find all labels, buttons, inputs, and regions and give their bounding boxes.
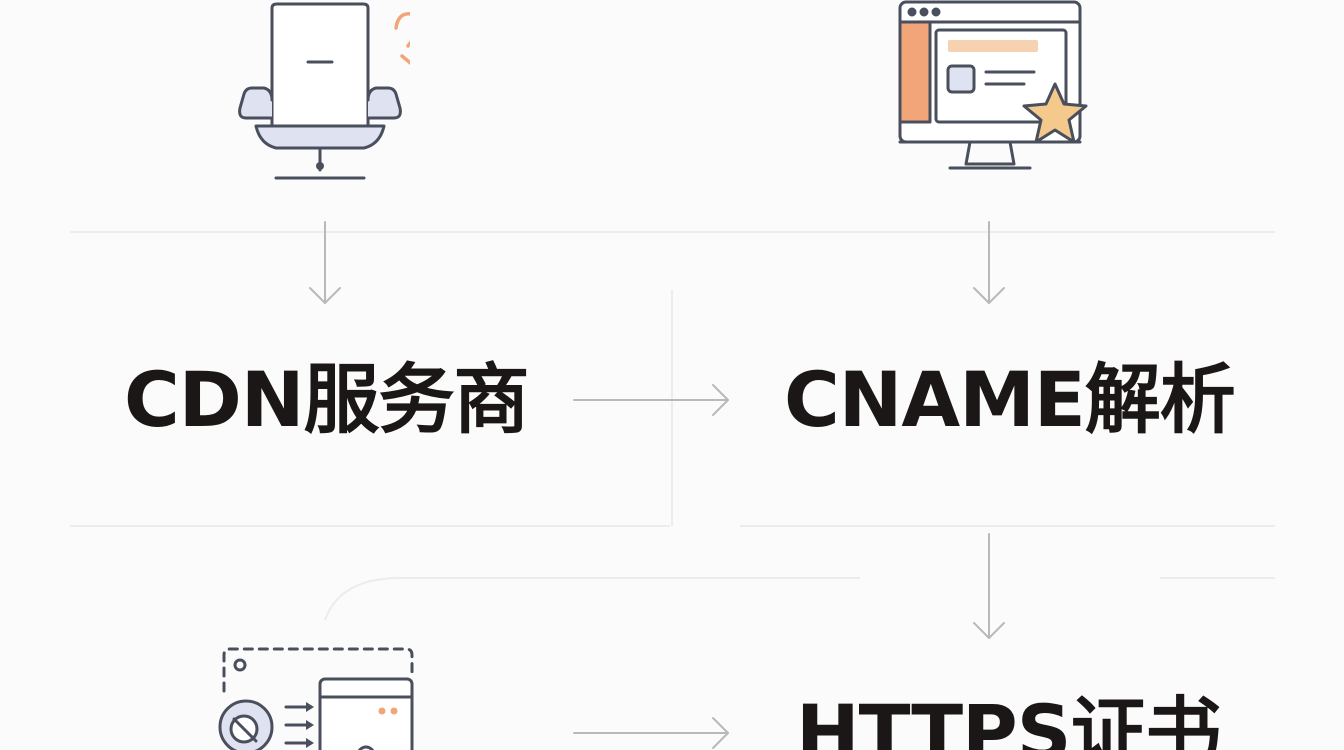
node-label-cdn: CDN服务商 <box>124 355 529 444</box>
arrow-cname-down <box>973 221 1005 304</box>
node-label-cname: CNAME解析 <box>784 355 1236 444</box>
arrow-cdn-down <box>309 221 341 304</box>
browser-star-icon <box>898 0 1088 170</box>
node-label-https: HTTPS证书 <box>796 688 1221 750</box>
star-icon <box>1022 82 1088 144</box>
arrow-cname-to-https <box>973 533 1005 639</box>
certificate-window-icon <box>218 647 414 750</box>
arrow-cdn-to-cname <box>573 384 729 416</box>
arrow-bottom-to-https <box>573 717 729 749</box>
chair-monitor-icon <box>238 2 410 180</box>
